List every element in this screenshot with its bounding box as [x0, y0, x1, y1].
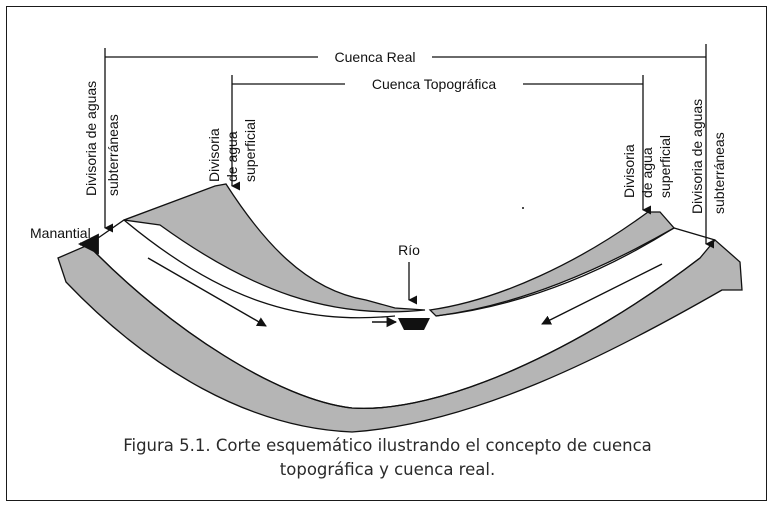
- speck-dot: [522, 207, 524, 209]
- svg-text:Divisoria: Divisoria: [206, 128, 222, 182]
- svg-text:Divisoria: Divisoria: [621, 144, 637, 198]
- left-surface-topography: [123, 183, 426, 313]
- caption-line-1: Figura 5.1. Corte esquemático ilustrando…: [123, 436, 652, 455]
- aquifer-top-outline-right: [435, 227, 716, 317]
- left-groundwater-divide-label: Divisoria de aguas subterráneas: [83, 81, 121, 196]
- svg-text:Divisoria de aguas: Divisoria de aguas: [83, 81, 99, 196]
- right-surface-divide-label: Divisoria de agua superficial: [621, 135, 673, 198]
- left-surface-divide-label: Divisoria de agua superficial: [206, 119, 258, 182]
- svg-text:superficial: superficial: [657, 135, 673, 198]
- cuenca-topografica-label: Cuenca Topográfica: [372, 76, 496, 92]
- svg-text:de agua: de agua: [639, 147, 655, 198]
- svg-text:subterráneas: subterráneas: [105, 114, 121, 196]
- right-surface-topography: [428, 211, 676, 317]
- left-flow-arrow: [147, 257, 267, 327]
- svg-text:Divisoria de aguas: Divisoria de aguas: [689, 99, 705, 214]
- caption-line-2: topográfica y cuenca real.: [279, 460, 496, 479]
- figure-caption: Figura 5.1. Corte esquemático ilustrando…: [30, 434, 745, 482]
- lower-gray-stratum: [57, 239, 743, 433]
- cuenca-real-label: Cuenca Real: [335, 49, 416, 65]
- aquifer-top-outline-left: [87, 219, 396, 319]
- right-groundwater-divide-label: Divisoria de aguas subterráneas: [689, 99, 727, 214]
- svg-text:de agua: de agua: [224, 131, 240, 182]
- svg-text:subterráneas: subterráneas: [711, 132, 727, 214]
- aquifer-band-outline: [87, 244, 701, 410]
- manantial-label: Manantial: [30, 225, 91, 241]
- right-flow-arrow: [541, 263, 663, 325]
- rio-label: Río: [398, 242, 420, 258]
- svg-text:superficial: superficial: [242, 119, 258, 182]
- river-channel-icon: [398, 318, 430, 330]
